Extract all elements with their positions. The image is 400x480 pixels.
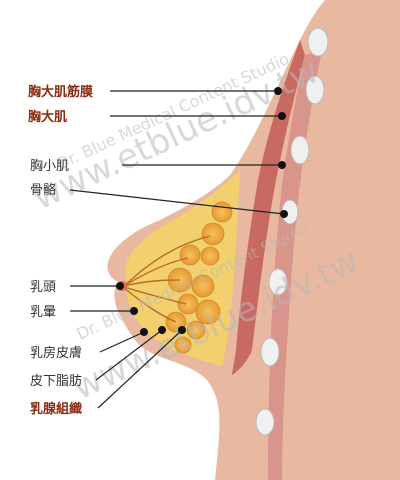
rib-bone: [260, 337, 280, 367]
leader-dots: [116, 87, 288, 336]
rib-bone: [307, 27, 329, 57]
leader-dot: [140, 328, 148, 336]
leader-lines: [69, 90, 285, 409]
leader-dot: [278, 161, 286, 169]
label-areola: 乳暈: [30, 305, 56, 320]
label-pectoralis-major: 胸大肌: [28, 109, 67, 125]
label-pectoralis-minor: 胸小肌: [30, 159, 69, 174]
label-bone: 骨骼: [30, 182, 56, 198]
leader-dot: [278, 112, 286, 120]
rib-bone: [255, 408, 275, 436]
leader-dot: [158, 326, 166, 334]
leader-dot: [116, 282, 124, 290]
pectoralis-major-muscle: [232, 40, 305, 375]
milk-ducts: [123, 235, 211, 323]
label-breast-skin: 乳房皮膚: [30, 345, 82, 361]
leader-dot: [178, 326, 186, 334]
leader-dot: [130, 307, 138, 315]
leader-dot: [280, 210, 288, 218]
label-glandular-tissue: 乳腺組織: [30, 401, 82, 417]
leader-dot: [274, 87, 282, 95]
rib-bone: [290, 135, 310, 165]
label-pectoral-fascia: 胸大肌筋膜: [28, 84, 93, 100]
label-subcutaneous-fat: 皮下脂肪: [30, 373, 82, 389]
rib-bone: [268, 268, 288, 296]
rib-bones: [255, 27, 329, 436]
label-nipple: 乳頭: [30, 280, 56, 295]
pectoralis-minor-muscle: [268, 50, 322, 480]
rib-bone: [305, 75, 325, 105]
